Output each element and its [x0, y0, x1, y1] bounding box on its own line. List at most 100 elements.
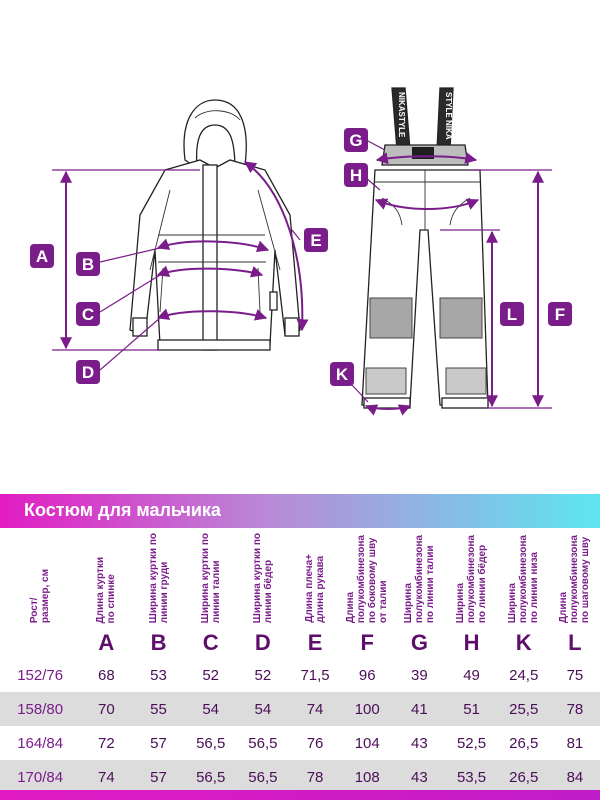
table-row: 164/84 72 57 56,5 56,5 76 104 43 52,5 26… — [0, 726, 600, 760]
tag-D: D — [76, 360, 100, 384]
value-cell: 96 — [358, 666, 376, 684]
size-cell: 164/84 — [17, 734, 64, 752]
value-cell: 57 — [132, 760, 185, 794]
column-header: Длина куртки по спинке — [80, 528, 133, 628]
value-cell: 71,5 — [300, 666, 330, 684]
value-cell: 43 — [393, 760, 446, 794]
size-diagram: NIKASTYLE STYLE NIKA — [30, 87, 572, 416]
column-header: Рост/ размер, см — [0, 528, 81, 628]
value-cell: 55 — [132, 692, 185, 726]
value-cell: 78 — [288, 760, 342, 794]
value-cell: 43 — [411, 734, 428, 752]
value-cell: 108 — [341, 760, 394, 794]
column-header: Ширина куртки по линии бёдер — [236, 528, 289, 628]
svg-text:H: H — [350, 166, 362, 185]
value-cell: 49 — [463, 666, 480, 684]
value-cell: 53 — [150, 666, 167, 684]
value-cell: 54 — [184, 692, 237, 726]
jacket-drawing — [129, 99, 301, 351]
column-letter: E — [307, 630, 323, 655]
value-cell: 54 — [236, 692, 289, 726]
tag-E: E — [304, 228, 328, 252]
value-cell: 70 — [80, 692, 133, 726]
value-cell: 81 — [566, 734, 584, 752]
tag-L: L — [500, 302, 524, 326]
strap-right-text: STYLE NIKA — [444, 92, 453, 140]
column-header: Ширина куртки по линии груди — [132, 528, 185, 628]
value-cell: 26,5 — [509, 734, 539, 752]
size-cell: 158/80 — [0, 692, 81, 726]
column-letter: H — [463, 630, 480, 655]
column-letter: G — [410, 630, 428, 655]
size-table: Рост/ размер, см Длина куртки по спинке … — [0, 528, 600, 794]
svg-text:A: A — [36, 247, 48, 266]
column-header: Длина полукомбинезона по шаговому шву — [549, 528, 600, 628]
value-cell: 84 — [549, 760, 600, 794]
value-cell: 53,5 — [445, 760, 498, 794]
column-letter-row: A B C D E F G H K L — [0, 628, 600, 658]
value-cell: 56,5 — [184, 760, 237, 794]
column-letter: K — [515, 630, 532, 655]
value-cell: 75 — [566, 666, 584, 684]
jacket-dimensions — [52, 161, 309, 371]
column-header: Длина плеча+ длина рукава — [288, 528, 342, 628]
value-cell: 76 — [306, 734, 324, 752]
title-banner: Костюм для мальчика — [0, 494, 600, 528]
table-row: 170/84 74 57 56,5 56,5 78 108 43 53,5 26… — [0, 760, 600, 794]
overalls-dimensions — [351, 139, 552, 416]
value-cell: 56,5 — [196, 734, 226, 752]
table-row: 158/80 70 55 54 54 74 100 41 51 25,5 78 — [0, 692, 600, 726]
column-header: Ширина полукомбинезона по линии низа — [497, 528, 550, 628]
tag-A: A — [30, 244, 54, 268]
value-cell: 26,5 — [497, 760, 550, 794]
table-row: 152/76 68 53 52 52 71,5 96 39 49 24,5 75 — [0, 658, 600, 692]
value-cell: 104 — [354, 734, 380, 752]
value-cell: 25,5 — [497, 692, 550, 726]
page-title: Костюм для мальчика — [24, 500, 221, 520]
tag-G: G — [344, 128, 368, 152]
value-cell: 51 — [445, 692, 498, 726]
value-cell: 56,5 — [236, 760, 289, 794]
value-cell: 72 — [98, 734, 115, 752]
column-header: Ширина полукомбинезона по линии бёдер — [445, 528, 498, 628]
tag-B: B — [76, 252, 100, 276]
size-cell: 152/76 — [17, 666, 64, 684]
column-header: Ширина полукомбинезона по линии талии — [393, 528, 446, 628]
tag-K: K — [330, 362, 354, 386]
column-letter: C — [202, 630, 219, 655]
table-header-row: Рост/ размер, см Длина куртки по спинке … — [0, 528, 600, 628]
svg-text:E: E — [310, 231, 321, 250]
column-letter: B — [150, 630, 167, 655]
column-header: Длина полукомбинезона по боковому шву от… — [341, 528, 394, 628]
value-cell: 24,5 — [509, 666, 539, 684]
value-cell: 52 — [202, 666, 220, 684]
column-letter: F — [360, 630, 374, 655]
svg-text:L: L — [507, 305, 517, 324]
svg-text:D: D — [82, 363, 94, 382]
column-header: Ширина куртки по линии талии — [184, 528, 237, 628]
column-letter: D — [254, 630, 271, 655]
value-cell: 56,5 — [248, 734, 278, 752]
value-cell: 52 — [254, 666, 272, 684]
value-cell: 41 — [393, 692, 446, 726]
tag-F: F — [548, 302, 572, 326]
column-letter: L — [568, 630, 582, 655]
svg-text:G: G — [349, 131, 362, 150]
svg-text:K: K — [336, 365, 349, 384]
strap-left-text: NIKASTYLE — [397, 92, 406, 138]
bottom-accent-bar — [0, 790, 600, 800]
overalls-drawing: NIKASTYLE STYLE NIKA — [361, 87, 489, 409]
svg-text:F: F — [555, 305, 565, 324]
value-cell: 52,5 — [456, 734, 487, 752]
column-letter — [0, 628, 80, 658]
value-cell: 57 — [150, 734, 167, 752]
value-cell: 39 — [411, 666, 428, 684]
value-cell: 74 — [80, 760, 133, 794]
column-letter: A — [98, 630, 115, 655]
value-cell: 74 — [288, 692, 342, 726]
value-cell: 78 — [549, 692, 600, 726]
svg-text:C: C — [82, 305, 94, 324]
value-cell: 68 — [98, 666, 115, 684]
tag-H: H — [344, 163, 368, 187]
tag-C: C — [76, 302, 100, 326]
